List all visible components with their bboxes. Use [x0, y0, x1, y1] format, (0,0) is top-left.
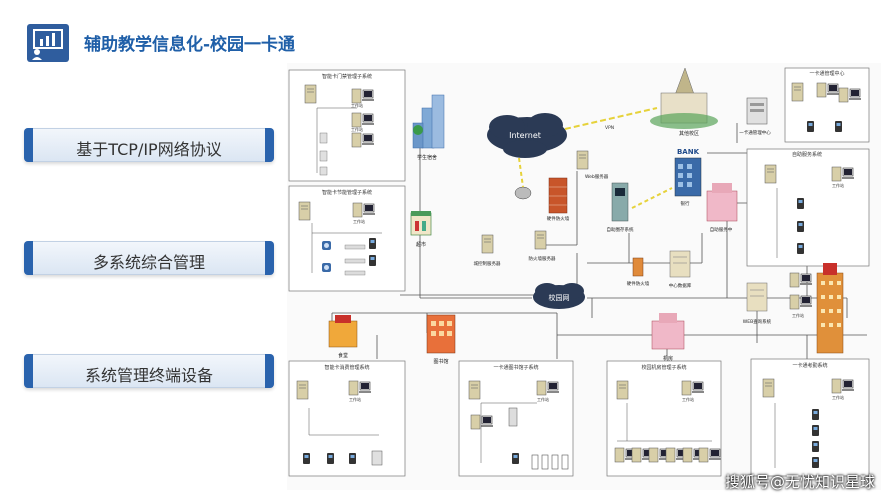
watermark: 搜狐号@无忧知识星球 [724, 473, 875, 491]
library-label: 图书馆 [433, 358, 448, 365]
card-accent-left [24, 241, 33, 275]
internet-cloud: Internet [487, 113, 567, 158]
canteen-label: 食堂 [338, 352, 348, 359]
bank-sign: BANK [677, 148, 700, 156]
office-building [816, 263, 844, 354]
subsystem-label: 智能卡门禁管理子系统 [322, 73, 372, 80]
other-campus-building: 其他校区 [650, 67, 718, 137]
campus-net-label: 校园网 [549, 293, 570, 302]
feature-card-2: 多系统综合管理 [24, 241, 274, 275]
hw-firewall-label: 硬件防火墙 [627, 280, 650, 287]
subsystem-label: 智能卡消费管理系统 [324, 364, 369, 371]
supermarket-building: 超市 [410, 211, 432, 248]
card-accent-left [24, 128, 33, 162]
subsystem-self-service: 自助服务系统 工作站 [746, 148, 870, 267]
workstation-label: 工作站 [832, 394, 844, 400]
hw-firewall-node: 硬件防火墙 [627, 257, 650, 287]
library-building: 图书馆 [426, 314, 456, 365]
workstation-label: 工作站 [792, 312, 804, 318]
subsystem-energy: 智能卡节能管理子系统 工作站 [288, 185, 406, 292]
card-accent-right [265, 354, 274, 388]
firewall-server-node: 防火墙服务器 [529, 230, 556, 262]
workstation-label: 工作站 [682, 396, 694, 402]
subsystem-door-access: 智能卡门禁管理子系统 工作站 工作站 [288, 69, 406, 182]
router-node [514, 186, 532, 200]
card-accent-left [24, 354, 33, 388]
subsystem-label: 一卡通图书馆子系统 [493, 364, 538, 371]
workstation-label: 工作站 [537, 396, 549, 402]
self-service-center-building: 自助服务中 [706, 183, 738, 233]
bank-building: BANK 银行 [674, 148, 702, 207]
machine-room-building: 机房 [651, 313, 685, 362]
page-title: 辅助教学信息化-校园一卡通 [84, 35, 296, 55]
data-center-node: 中心数据库 [669, 250, 692, 289]
campus-card-network-diagram: 智能卡门禁管理子系统 工作站 工作站 智能卡节能管理子系统 工作站 [287, 63, 881, 490]
dorm-label: 学生宿舍 [417, 154, 437, 161]
supermarket-label: 超市 [416, 241, 426, 248]
canteen-building: 食堂 [328, 315, 358, 359]
subsystem-label: 智能卡节能管理子系统 [322, 189, 372, 196]
city-server-node: 城控制服务器 [474, 234, 501, 267]
student-dorm-building: 学生宿舍 [412, 94, 445, 161]
machine-room-label: 机房 [663, 355, 673, 362]
feature-card-1: 基于TCP/IP网络协议 [24, 128, 274, 162]
web-query-node: WEB查询系统 工作站 [743, 272, 813, 325]
city-server-label: 城控制服务器 [474, 260, 501, 267]
subsystem-label: 校园机房管理子系统 [641, 364, 686, 371]
other-campus-label: 其他校区 [679, 130, 699, 137]
subsystem-label: 一卡通管理中心 [809, 70, 844, 77]
campus-net-cloud: 校园网 [533, 283, 585, 309]
vpn-label: VPN [605, 125, 614, 131]
web-server-label: Web服务器 [585, 173, 609, 180]
workstation-label: 工作站 [832, 182, 844, 188]
self-service-terminal: 自助圈存系统 [607, 182, 634, 233]
self-service-center-label: 自助服务中 [710, 226, 733, 233]
workstation-label: 工作站 [351, 102, 363, 108]
workstation-label: 工作站 [351, 126, 363, 132]
feature-label: 基于TCP/IP网络协议 [76, 140, 222, 159]
subsystem-label: 一卡通考勤系统 [792, 362, 827, 369]
card-accent-right [265, 241, 274, 275]
subsystem-consume: 智能卡消费管理系统 工作站 [288, 360, 406, 477]
mgmt-center-node: 一卡通管理中心 [739, 97, 771, 136]
mgmt-center-label: 一卡通管理中心 [739, 129, 771, 136]
web-server-node: Web服务器 [576, 150, 609, 180]
bank-label: 银行 [681, 200, 690, 207]
firewall-server-label: 防火墙服务器 [529, 255, 556, 262]
presentation-icon [27, 24, 69, 62]
subsystem-lab: 校园机房管理子系统 工作站 [606, 360, 722, 477]
vpn-link [564, 107, 658, 130]
feature-label: 系统管理终端设备 [84, 366, 213, 385]
subsystem-center: 一卡通管理中心 [784, 67, 870, 143]
internet-label: Internet [509, 131, 541, 140]
firewall-node: 硬件防火墙 [547, 177, 570, 222]
feature-card-3: 系统管理终端设备 [24, 354, 274, 388]
subsystem-label: 自助服务系统 [792, 151, 822, 158]
subsystem-library: 一卡通图书馆子系统 工作站 [458, 360, 574, 477]
web-query-label: WEB查询系统 [743, 318, 772, 325]
card-accent-right [265, 128, 274, 162]
terminal-label: 自助圈存系统 [607, 226, 634, 233]
workstation-label: 工作站 [353, 218, 365, 224]
workstation-label: 工作站 [349, 396, 361, 402]
feature-label: 多系统综合管理 [92, 253, 205, 272]
firewall-label: 硬件防火墙 [547, 215, 570, 222]
data-center-label: 中心数据库 [669, 282, 692, 289]
subsystem-attendance: 一卡通考勤系统 工作站 [750, 358, 870, 477]
